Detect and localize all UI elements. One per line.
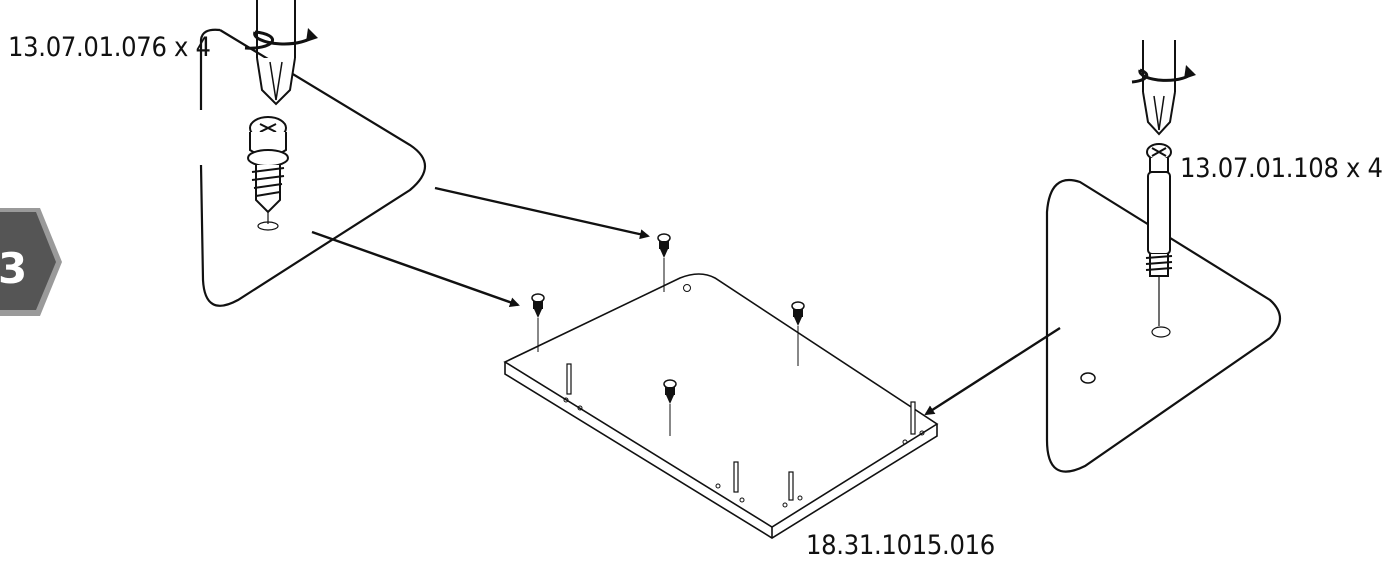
connector-bolt-icon bbox=[1145, 143, 1173, 338]
phillips-screwdriver-icon bbox=[244, 0, 318, 106]
cam-lock-screw-icon bbox=[247, 116, 289, 231]
left-part-code: 13.07.01.076 x 4 bbox=[8, 32, 211, 63]
callout-hole bbox=[1080, 372, 1096, 384]
right-part-code: 13.07.01.108 x 4 bbox=[1180, 153, 1383, 184]
left-arrow-upper bbox=[434, 186, 650, 240]
panel-icon bbox=[503, 273, 939, 539]
step-badge bbox=[0, 208, 62, 316]
phillips-screwdriver-icon bbox=[1131, 40, 1196, 136]
board-cam-screws bbox=[531, 233, 805, 436]
board-connector-bolts bbox=[566, 363, 916, 501]
left-arrow-lower bbox=[311, 230, 520, 308]
right-callout-bubble bbox=[1045, 179, 1282, 473]
step-number: 3 bbox=[0, 244, 28, 293]
left-callout-bubble bbox=[199, 29, 426, 307]
board-part-code: 18.31.1015.016 bbox=[806, 530, 995, 561]
right-arrow bbox=[924, 326, 1061, 416]
